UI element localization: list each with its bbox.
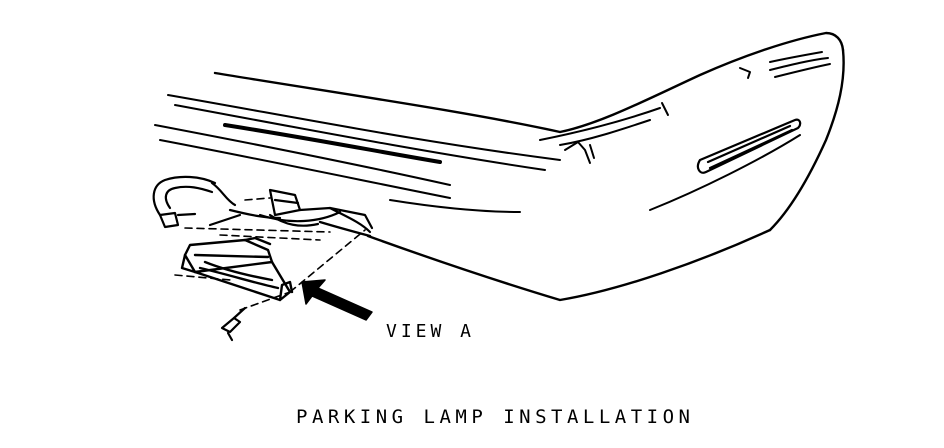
side-marker-lamp	[696, 118, 802, 174]
view-a-label: VIEW A	[386, 321, 476, 342]
bumper-fascia	[213, 31, 845, 302]
lamp-mounting-pocket	[258, 188, 374, 234]
parking-lamp-assembly	[180, 236, 294, 302]
bumper-body-lines	[154, 94, 801, 213]
wiring-harness	[152, 175, 282, 229]
screw-fastener	[220, 306, 247, 342]
bumper-crease-details	[564, 51, 831, 164]
diagram-caption: PARKING LAMP INSTALLATION	[296, 406, 695, 428]
view-a-arrow	[301, 279, 373, 321]
